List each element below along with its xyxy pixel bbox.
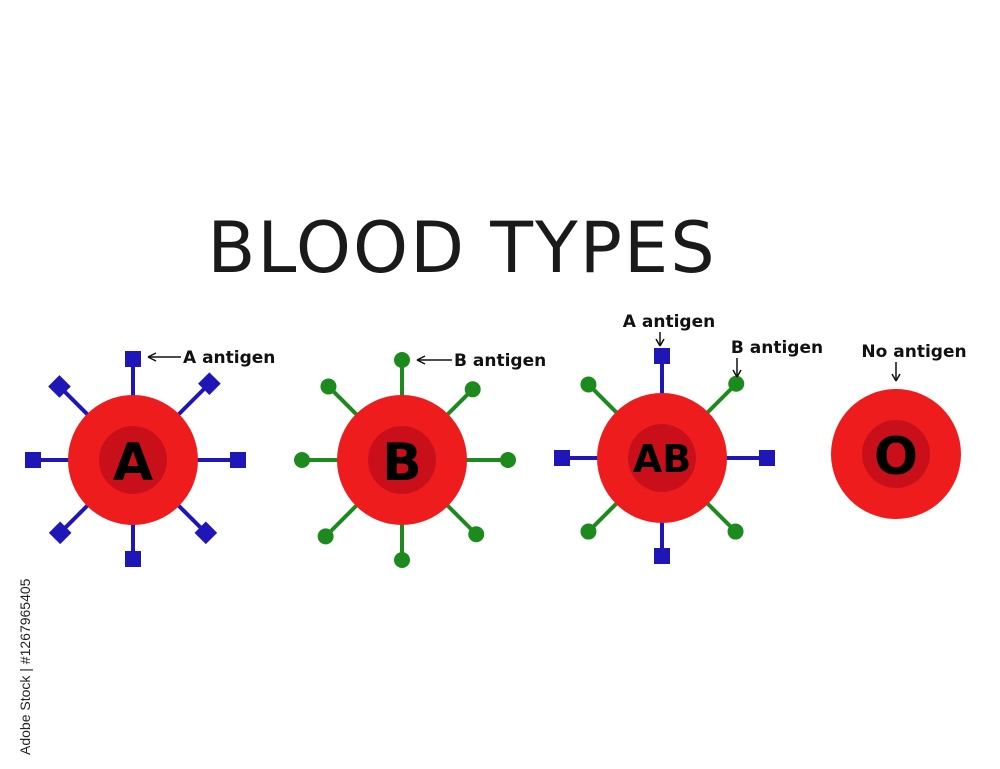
- a-antigen-square-icon: [554, 450, 570, 466]
- blood-cell-b: B: [294, 352, 516, 568]
- cell-ab-core: [628, 424, 696, 492]
- arrow-down-icon: [891, 373, 901, 382]
- b-antigen-circle-icon: [580, 523, 597, 540]
- cell-a-label: A: [113, 433, 153, 493]
- a-antigen-square-icon: [125, 351, 141, 367]
- a-antigen-square-icon: [25, 452, 41, 468]
- blood-cell-a: A: [25, 351, 246, 567]
- ab-b-antigen-annotation: B antigen: [731, 338, 823, 378]
- blood-cell-ab: AB: [554, 348, 775, 564]
- a-antigen-square-icon: [230, 452, 246, 468]
- cell-o-core: [862, 420, 930, 488]
- b-antigen-circle-icon: [394, 552, 410, 568]
- annotation-ab-a-antigen: A antigen: [623, 312, 715, 332]
- blood-cell-o: O: [831, 389, 961, 519]
- b-antigen-circle-icon: [728, 375, 745, 392]
- cell-b-core: [368, 426, 436, 494]
- a-antigen-square-icon: [759, 450, 775, 466]
- b-antigen-annotation: B antigen: [416, 351, 546, 371]
- annotation-ab-b-antigen: B antigen: [731, 338, 823, 358]
- a-antigen-square-icon: [654, 548, 670, 564]
- annotation-b-antigen: B antigen: [454, 351, 546, 371]
- b-antigen-circle-icon: [317, 528, 334, 545]
- b-antigen-circle-icon: [727, 523, 744, 540]
- arrow-down-icon: [732, 369, 742, 378]
- b-antigen-circle-icon: [320, 378, 337, 395]
- cell-o-label: O: [874, 427, 918, 487]
- annotation-a-antigen: A antigen: [183, 348, 275, 368]
- a-antigen-annotation: A antigen: [147, 348, 275, 368]
- no-antigen-annotation: No antigen: [861, 342, 967, 382]
- cell-b-label: B: [382, 433, 422, 493]
- diagram-title: BLOOD TYPES: [207, 207, 716, 289]
- b-antigen-circle-icon: [580, 376, 597, 393]
- arrow-down-icon: [655, 338, 665, 347]
- arrow-left-icon: [147, 352, 157, 362]
- b-antigen-circle-icon: [394, 352, 410, 368]
- arrow-left-icon: [416, 355, 426, 365]
- ab-a-antigen-annotation: A antigen: [623, 312, 715, 347]
- cell-a-core: [99, 426, 167, 494]
- stock-watermark: Adobe Stock | #1267965405: [17, 578, 33, 755]
- b-antigen-circle-icon: [468, 526, 485, 543]
- a-antigen-square-icon: [125, 551, 141, 567]
- b-antigen-circle-icon: [294, 452, 310, 468]
- annotation-no-antigen: No antigen: [861, 342, 966, 362]
- cell-ab-label: AB: [633, 437, 691, 481]
- b-antigen-circle-icon: [464, 381, 481, 398]
- a-antigen-square-icon: [654, 348, 670, 364]
- b-antigen-circle-icon: [500, 452, 516, 468]
